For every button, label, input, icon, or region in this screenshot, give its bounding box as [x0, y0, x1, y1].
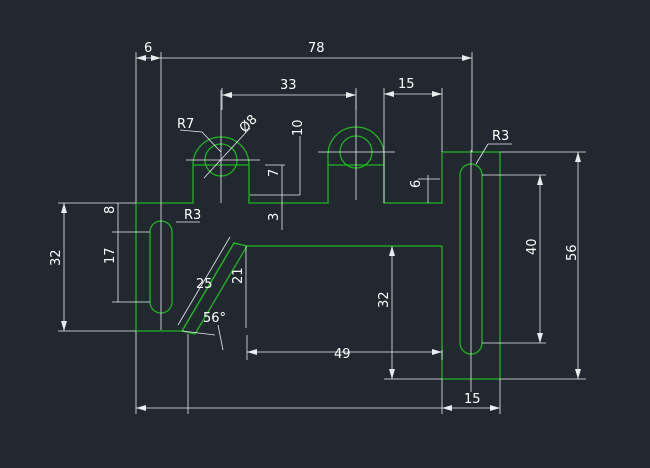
dim-32-left: 32 [49, 249, 64, 266]
r3-left: R3 [184, 208, 201, 223]
dim-25: 25 [196, 277, 213, 292]
slot-left [149, 220, 173, 314]
dim-8: 8 [103, 206, 118, 214]
dim-10: 10 [291, 119, 306, 136]
dim-6-top: 6 [144, 41, 152, 56]
dim-3: 3 [267, 213, 282, 221]
dim-6-mid: 6 [409, 180, 424, 188]
dim-7: 7 [267, 169, 282, 177]
center-lines [160, 52, 472, 392]
dim-32-inner: 32 [377, 291, 392, 308]
dim-33: 33 [280, 78, 297, 93]
dim-78: 78 [308, 41, 325, 56]
dim-56: 56 [565, 244, 580, 261]
arrowheads [61, 55, 581, 411]
dim-40: 40 [525, 238, 540, 255]
main-outline [135, 151, 501, 380]
dimension-lines [58, 52, 586, 414]
dia8-label: Ø8 [237, 112, 261, 136]
dim-49: 49 [334, 347, 351, 362]
dim-15-top: 15 [398, 77, 415, 92]
dim-15-bottom: 15 [464, 392, 481, 407]
r3-right: R3 [492, 129, 509, 144]
dim-21: 21 [231, 267, 246, 284]
part-outline [135, 126, 501, 380]
r7-label: R7 [177, 117, 194, 132]
angle-56: 56° [203, 311, 226, 326]
slot-angled [180, 242, 249, 335]
dim-17: 17 [103, 247, 118, 264]
